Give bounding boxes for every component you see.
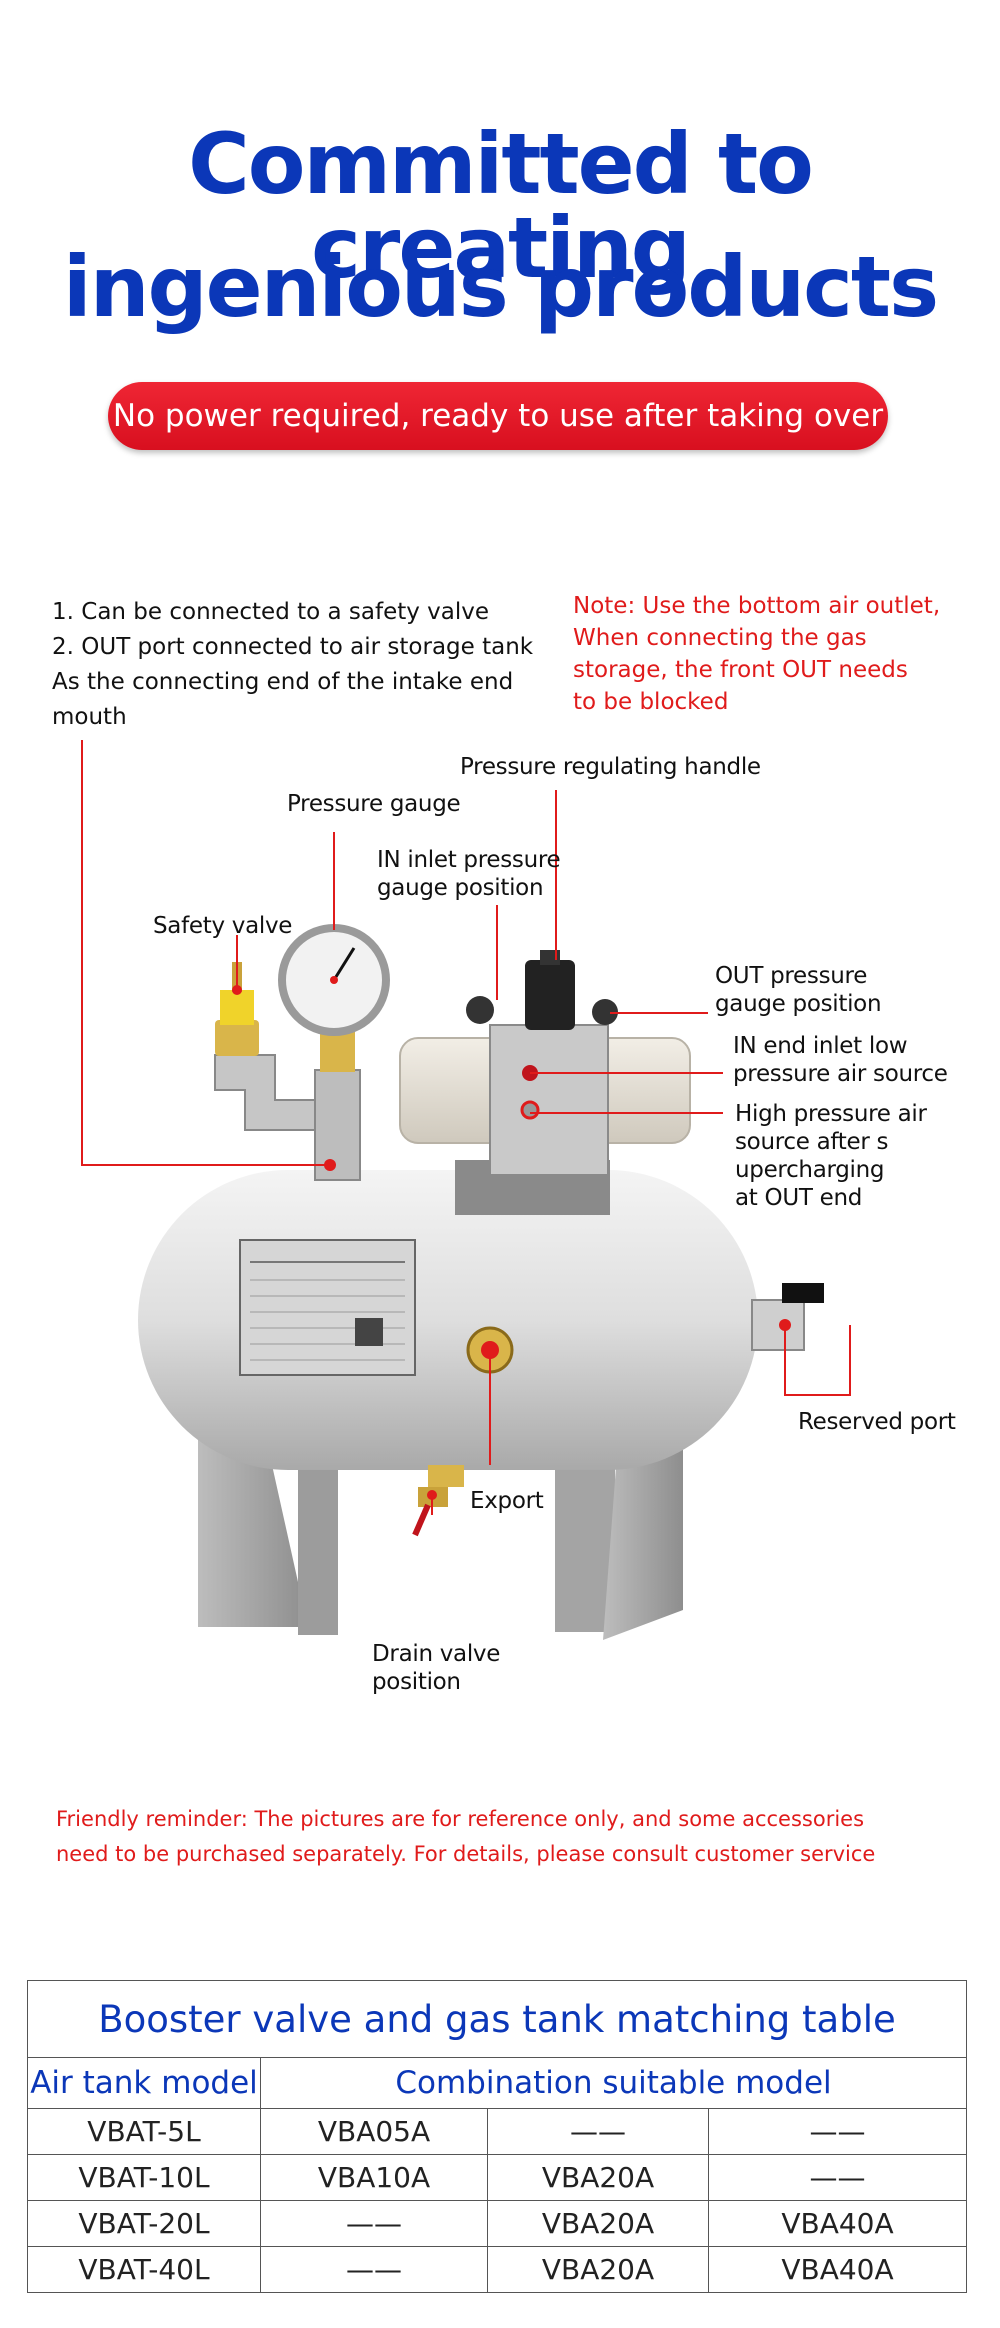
pipe-tee bbox=[314, 1069, 361, 1181]
table-cell: VBA40A bbox=[708, 2200, 967, 2247]
reminder-line-1: Friendly reminder: The pictures are for … bbox=[56, 1807, 865, 1831]
header-combination-model: Combination suitable model bbox=[260, 2057, 967, 2109]
drain-valve bbox=[428, 1465, 464, 1487]
table-cell: VBA40A bbox=[708, 2246, 967, 2293]
product-illustration bbox=[81, 740, 851, 1640]
callout-export: Export bbox=[470, 1488, 544, 1514]
table-cell: VBAT-10L bbox=[27, 2154, 261, 2201]
table-row: VBAT-10L VBA10A VBA20A —— bbox=[27, 2154, 967, 2201]
table-row: VBAT-5L VBA05A —— —— bbox=[27, 2108, 967, 2155]
header-air-tank-model: Air tank model bbox=[27, 2057, 261, 2109]
table-cell: —— bbox=[260, 2246, 488, 2293]
table-cell: VBA05A bbox=[260, 2108, 488, 2155]
table-cell: VBA20A bbox=[487, 2246, 709, 2293]
banner: No power required, ready to use after ta… bbox=[108, 382, 888, 450]
right-note: Note: Use the bottom air outlet, When co… bbox=[573, 593, 941, 715]
matching-table: Booster valve and gas tank matching tabl… bbox=[27, 1980, 967, 2293]
table-cell: —— bbox=[708, 2154, 967, 2201]
safety-valve bbox=[215, 1020, 259, 1056]
table-cell: VBAT-40L bbox=[27, 2246, 261, 2293]
callout-pressure-regulating-handle: Pressure regulating handle bbox=[460, 754, 761, 780]
friendly-reminder: Friendly reminder: The pictures are for … bbox=[56, 1802, 875, 1872]
table-title: Booster valve and gas tank matching tabl… bbox=[27, 1980, 967, 2058]
table-cell: VBA20A bbox=[487, 2200, 709, 2247]
reminder-line-2: need to be purchased separately. For det… bbox=[56, 1842, 876, 1866]
callout-drain-valve: Drain valve position bbox=[372, 1641, 501, 1695]
headline-line-2: ingenious products bbox=[62, 238, 939, 336]
callout-safety-valve: Safety valve bbox=[153, 913, 293, 939]
table-cell: VBAT-20L bbox=[27, 2200, 261, 2247]
table-cell: VBAT-5L bbox=[27, 2108, 261, 2155]
callout-reserved-port: Reserved port bbox=[798, 1409, 956, 1435]
left-note: 1. Can be connected to a safety valve 2.… bbox=[52, 599, 534, 730]
regulating-handle bbox=[525, 960, 575, 1030]
headline-line-1: Committed to creating bbox=[188, 115, 814, 297]
table-row: VBAT-40L —— VBA20A VBA40A bbox=[27, 2246, 967, 2293]
reserved-port bbox=[751, 1299, 805, 1351]
callout-high-pressure: High pressure air source after s upercha… bbox=[735, 1101, 927, 1211]
table-cell: —— bbox=[708, 2108, 967, 2155]
leader-lines bbox=[81, 740, 851, 1515]
nameplate bbox=[239, 1239, 416, 1376]
tank-leg-right bbox=[603, 1440, 683, 1640]
table-row: VBAT-20L —— VBA20A VBA40A bbox=[27, 2200, 967, 2247]
callout-in-end-inlet: IN end inlet low pressure air source bbox=[733, 1033, 948, 1087]
table-cell: —— bbox=[487, 2108, 709, 2155]
table-cell: VBA10A bbox=[260, 2154, 488, 2201]
table-cell: —— bbox=[260, 2200, 488, 2247]
tank-leg-left bbox=[198, 1402, 308, 1627]
callout-in-inlet-gauge: IN inlet pressure gauge position bbox=[377, 847, 561, 901]
callout-out-pressure-gauge: OUT pressure gauge position bbox=[715, 963, 882, 1017]
air-tank bbox=[138, 1170, 758, 1470]
callout-pressure-gauge: Pressure gauge bbox=[287, 791, 461, 817]
table-cell: VBA20A bbox=[487, 2154, 709, 2201]
